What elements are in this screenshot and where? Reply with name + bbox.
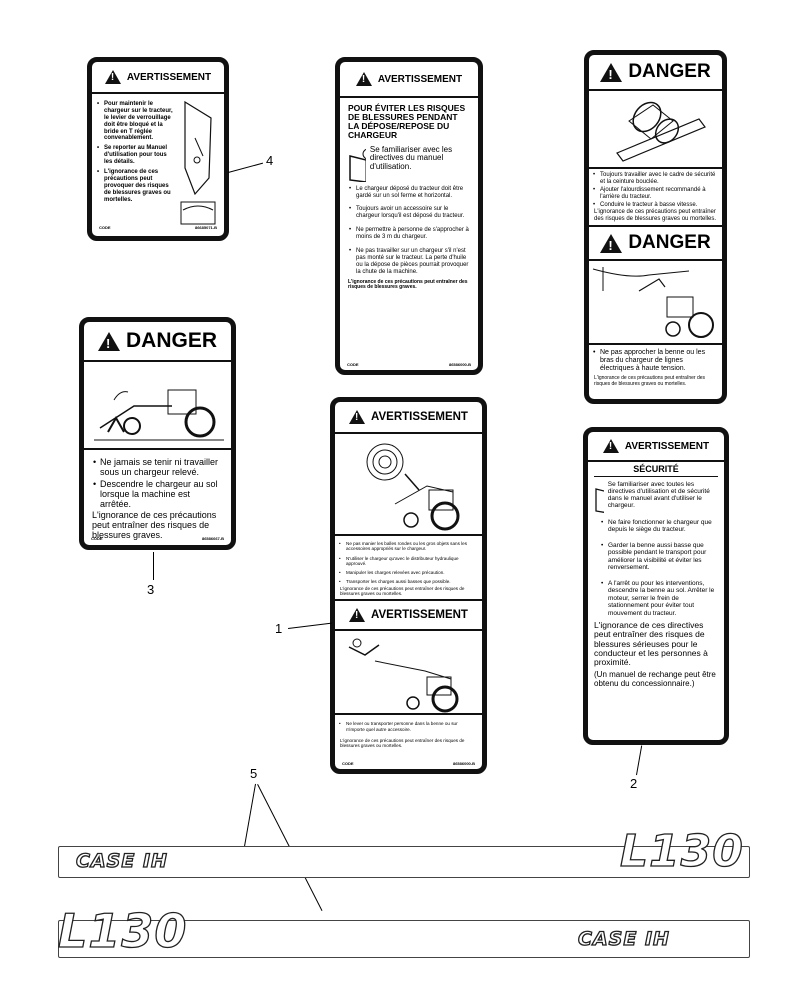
warning-triangle-icon <box>349 608 366 623</box>
decal-rt-bullet-1: Toujours travailler avec le cadre de séc… <box>593 172 717 186</box>
leader-line-4 <box>228 162 264 173</box>
decal-mid-bullet-4: Ne pas travailler sur un chargeur s'il n… <box>349 248 470 276</box>
manual-book-icon <box>595 488 604 513</box>
decal-1-partno: 86586000-B <box>452 761 475 766</box>
decal-right-danger: DANGER Toujours travailler avec le cadre… <box>584 50 727 404</box>
decal-1-bullet-1: Ne pas manier les balles rondes ou les g… <box>339 541 477 552</box>
decal-mid-partno: 86586000-B <box>448 362 471 367</box>
callout-2: 2 <box>630 776 638 791</box>
decal-1-warning-2: L'ignorance de ces précautions peut entr… <box>340 737 465 749</box>
decal-2-warning-text: L'ignorance de ces directives peut entra… <box>594 620 708 667</box>
decal-3-bullet-1: Ne jamais se tenir ni travailler sous un… <box>93 457 223 478</box>
decal-mid-header: AVERTISSEMENT <box>340 62 478 98</box>
stripe-decal-bottom <box>58 920 750 958</box>
decal-rt-warning-1: L'ignorance de ces précautions peut entr… <box>594 209 717 223</box>
decal-3-danger: DANGER Ne jamais se tenir ni travailler … <box>79 317 236 550</box>
decal-mid-bullet-3: Ne permettre à personne de s'approcher à… <box>349 227 470 241</box>
decal-4-warning: AVERTISSEMENT Pour maintenir le chargeur… <box>87 57 229 241</box>
decal-removal-warning: AVERTISSEMENT POUR ÉVITER LES RISQUES DE… <box>335 57 483 375</box>
warning-triangle-icon <box>97 331 120 351</box>
decal-2-bullet-3: A l'arrêt ou pour les interventions, des… <box>601 580 718 617</box>
decal-3-header: DANGER <box>84 322 231 362</box>
manual-book-icon <box>349 148 366 182</box>
decal-mid-title: POUR ÉVITER LES RISQUES DE BLESSURES PEN… <box>348 103 466 140</box>
rollover-illustration <box>589 91 722 169</box>
brand-text-2: IH <box>142 849 168 872</box>
warning-triangle-icon <box>355 72 372 86</box>
decal-3-header-text: DANGER <box>125 329 217 352</box>
decal-mid-code: CODE <box>347 362 359 367</box>
decal-rt-header-1: DANGER <box>589 55 722 91</box>
brand-text-2: IH <box>644 927 670 950</box>
decal-3-partno: 86586667-B <box>201 536 224 541</box>
case-ih-logo-top: CASE IH <box>75 849 168 872</box>
warning-triangle-icon <box>104 70 121 84</box>
decal-2-bullet-2: Garder la benne aussi basse que possible… <box>601 542 718 572</box>
decal-1-bullet-3: Manipuler les charges relevées avec préc… <box>339 570 477 576</box>
callout-1: 1 <box>275 621 283 636</box>
decal-rt-header-2-text: DANGER <box>628 232 711 254</box>
warning-triangle-icon <box>600 62 623 82</box>
decal-3-bullet-2: Descendre le chargeur au sol lorsque la … <box>93 479 223 510</box>
decal-2-subheader: SÉCURITÉ <box>594 462 718 477</box>
warning-triangle-icon <box>349 410 366 424</box>
decal-1-warning: AVERTISSEMENT Ne pas manier les balles r… <box>330 397 487 774</box>
decal-3-warning-text: L'ignorance de ces précautions peut entr… <box>92 510 217 541</box>
model-logo-top: L130 <box>619 825 744 877</box>
decal-4-header: AVERTISSEMENT <box>92 62 224 94</box>
decal-rt-warning-2: L'ignorance de ces précautions peut entr… <box>594 375 706 388</box>
brand-text: CASE <box>75 849 136 872</box>
brand-text: CASE <box>577 927 638 950</box>
decal-rt-bullet-2: Ajouter l'alourdissement recommandé à l'… <box>593 187 717 201</box>
decal-1-header-2-text: AVERTISSEMENT <box>371 609 468 622</box>
decal-4-bullet-1: Pour maintenir le chargeur sur le tracte… <box>97 101 173 142</box>
decal-4-header-text: AVERTISSEMENT <box>126 71 212 83</box>
decal-1-bullet-5: Ne lever ou transporter personne dans la… <box>339 721 477 732</box>
raised-loader-illustration <box>84 362 231 450</box>
decal-mid-header-text: AVERTISSEMENT <box>377 73 463 85</box>
decal-2-book-text: Se familiariser avec toutes les directiv… <box>607 481 710 510</box>
decal-rt-bullet-3: Conduire le tracteur à basse vitesse. <box>593 202 717 209</box>
model-logo-bottom: L130 <box>57 903 188 958</box>
decal-4-bullet-2: Se reporter au Manuel d'utilisation pour… <box>97 145 173 166</box>
warning-triangle-icon <box>602 439 619 453</box>
leader-line-2 <box>636 745 643 776</box>
round-bale-illustration <box>335 434 482 536</box>
decal-3-code: CODE <box>91 536 103 541</box>
decal-rt-header-2: DANGER <box>589 225 722 262</box>
decal-2-header: AVERTISSEMENT <box>588 432 724 462</box>
decal-mid-warning-text: L'ignorance de ces précautions peut entr… <box>348 278 468 291</box>
decal-mid-bullet-1: Le chargeur déposé du tracteur doit être… <box>349 186 470 200</box>
leader-line-5a <box>243 783 256 849</box>
decal-1-bullet-4: Transporter les charges aussi basses que… <box>339 579 477 585</box>
decal-2-bullet-1: Ne faire fonctionner le chargeur que dep… <box>601 519 718 534</box>
decal-4-partno: 86685071-B <box>194 225 217 230</box>
callout-4: 4 <box>266 153 274 168</box>
callout-3: 3 <box>147 582 155 597</box>
decal-1-header-1: AVERTISSEMENT <box>335 402 482 434</box>
decal-mid-book-text: Se familiariser avec les directives du m… <box>369 144 453 172</box>
leader-line-3 <box>153 552 154 580</box>
decal-1-bullet-2: N'utiliser le chargeur qu'avec le distri… <box>339 556 477 567</box>
decal-1-header-2: AVERTISSEMENT <box>335 599 482 632</box>
warning-triangle-icon <box>600 233 623 253</box>
decal-1-header-1-text: AVERTISSEMENT <box>371 411 468 423</box>
powerline-illustration <box>589 261 722 346</box>
case-ih-logo-bottom: CASE IH <box>577 927 670 950</box>
lock-lever-illustration <box>180 100 216 225</box>
leader-line-1 <box>288 622 332 629</box>
decal-4-bullet-3: L'ignorance de ces précautions peut prov… <box>97 169 173 203</box>
decal-1-warning-1: L'ignorance de ces précautions peut entr… <box>340 585 465 596</box>
decal-1-code: CODE <box>342 761 354 766</box>
no-riders-illustration <box>335 631 482 716</box>
decal-mid-bullet-2: Toujours avoir un accessoire sur le char… <box>349 206 470 220</box>
decal-2-safety: AVERTISSEMENT SÉCURITÉ Se familiariser a… <box>583 427 729 745</box>
decal-2-note: (Un manuel de rechange peut être obtenu … <box>594 670 716 688</box>
decal-4-code: CODE <box>99 225 111 230</box>
callout-5: 5 <box>250 766 258 781</box>
decal-rt-bullet-4: Ne pas approcher la benne ou les bras du… <box>593 349 717 373</box>
stripe-decal-top <box>58 846 750 878</box>
decal-2-header-text: AVERTISSEMENT <box>624 440 710 452</box>
decal-rt-header-1-text: DANGER <box>628 61 711 82</box>
